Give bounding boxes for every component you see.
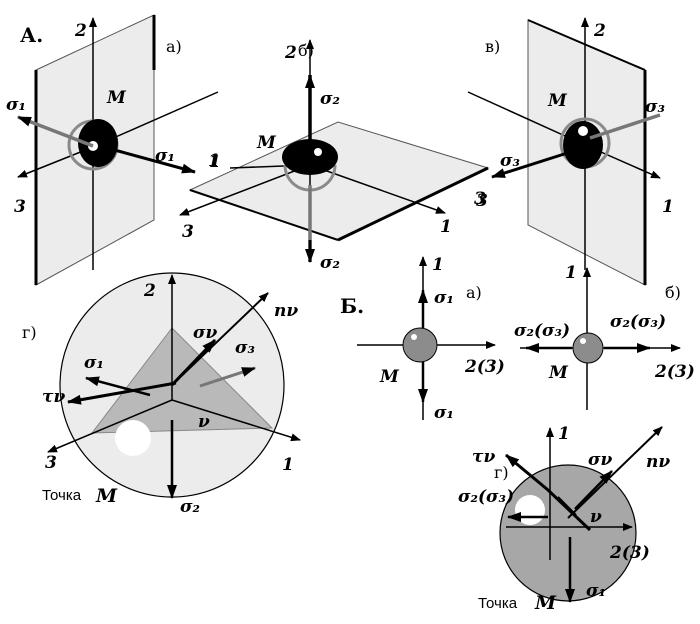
highlight (115, 420, 151, 456)
sigma-left-arrow (17, 115, 94, 148)
caption-point: M (534, 592, 557, 614)
sublabel: а) (466, 283, 482, 302)
sublabel: г) (22, 323, 37, 342)
axis-2-label: 2 (143, 281, 156, 301)
axis-3 (47, 399, 173, 453)
highlight (515, 495, 545, 525)
panel-a-v: в) 2 1 3 M σ₃ σ₃ (467, 17, 674, 286)
sigma-left-label: σ₁ (6, 95, 26, 115)
sigma-down-label: σ₂ (320, 253, 340, 273)
panel-a-b: б) 2 1 1 3 3 M σ₂ σ₂ (179, 39, 490, 273)
axis-3-right-label: 3 (476, 191, 488, 211)
sigma-up-label: σ₁ (434, 288, 454, 308)
sigma-left-label: σ₃ (500, 151, 520, 171)
sublabel: б) (665, 283, 681, 302)
sublabel: а) (166, 37, 182, 56)
sigma-1-label: σ₁ (84, 353, 104, 373)
sigma-1-arrow (85, 376, 151, 397)
tau-nu-arrow (505, 453, 592, 532)
axis-1-label: 1 (208, 151, 220, 171)
caption-prefix: Точка (42, 487, 82, 504)
sigma-down-label: σ₁ (434, 403, 454, 423)
axis-3 (179, 164, 311, 216)
nu-label: ν (198, 412, 210, 432)
sigma-left-label: σ₂(σ₃) (514, 321, 570, 341)
axis-1-label: 1 (565, 263, 577, 283)
point-m-label: M (547, 91, 568, 111)
panel-b-b: б) 1 2(3) M σ₂(σ₃) σ₂(σ₃) (514, 263, 695, 410)
panel-a-g: г) 2 1 3 nν σν σ₃ σ₁ τν ν σ₂ Точка M (22, 272, 301, 517)
sigma-nu-arrow (574, 470, 613, 510)
axis-1-label: 1 (432, 255, 444, 275)
panel-a-a: а) 2 1 3 M σ₁ σ₁ (6, 14, 220, 286)
sublabel: б) (298, 41, 314, 60)
normal-n-nu (567, 426, 663, 519)
caption-prefix: Точка (478, 595, 518, 612)
axis-2-label: 2 (593, 21, 606, 41)
axis-3-label: 3 (14, 197, 26, 217)
sublabel: г) (494, 463, 509, 482)
axis-1-label: 1 (662, 197, 674, 217)
sigma-3-arrow (199, 366, 256, 388)
sigma-nu-arrow (170, 338, 217, 387)
point-m-ball (402, 327, 438, 363)
sigma-right-label: σ₂(σ₃) (610, 312, 666, 332)
axis-23-label: 2(3) (464, 357, 505, 377)
axis-1-label: 1 (440, 217, 452, 237)
point-m-body (78, 119, 118, 167)
axis-23-label: 2(3) (654, 362, 695, 382)
nu-label: ν (590, 507, 602, 527)
caption-point: M (95, 485, 118, 507)
axis-2-label: 2 (74, 21, 87, 41)
point-m-body (282, 139, 338, 175)
sigma-right-label: σ₃ (645, 97, 665, 117)
tau-nu-arrow (67, 381, 177, 405)
point-m-label: M (379, 367, 400, 387)
sigma-3-label: σ₃ (235, 338, 255, 358)
sigma-right-arrow (589, 113, 661, 140)
axis-23-label: 2(3) (609, 543, 650, 563)
sigma-23-label: σ₂(σ₃) (458, 487, 514, 507)
normal-label: nν (646, 452, 670, 472)
panel-b-g: г) 1 2(3) τν σν nν ν σ₂(σ₃) σ₁ Точка M (458, 424, 670, 614)
point-m-ball (572, 332, 604, 364)
tau-nu-label: τν (472, 447, 495, 467)
sigma-nu-label: σν (588, 450, 613, 470)
axis-3-label: 3 (45, 453, 57, 473)
axis-1 (171, 399, 301, 442)
sigma-2-label: σ₂ (180, 497, 200, 517)
sigma-right-arrow (99, 144, 196, 174)
tau-nu-label: τν (42, 387, 65, 407)
section-a-label: А. (20, 23, 43, 47)
point-m-body (563, 121, 603, 169)
section-b-label: Б. (340, 294, 364, 318)
sigma-up-label: σ₂ (320, 89, 340, 109)
point-m-label: M (548, 363, 569, 383)
axis-2-label: 2 (284, 43, 297, 63)
point-m-label: M (106, 88, 127, 108)
point-m-ball (499, 464, 637, 602)
axis-1-top-label: 1 (209, 152, 221, 172)
sigma-right-label: σ₁ (155, 146, 175, 166)
point-m-label: M (256, 133, 277, 153)
sigma-left-arrow (491, 146, 584, 179)
axis-1-label: 1 (558, 424, 570, 444)
normal-label: nν (274, 301, 298, 321)
sigma-nu-label: σν (193, 323, 218, 343)
sigma-1-label: σ₁ (586, 581, 606, 601)
axis-1-label: 1 (282, 455, 294, 475)
panel-b-a: а) 1 2(3) M σ₁ σ₁ (357, 255, 505, 423)
axis-3-label: 3 (474, 189, 486, 209)
axis-3-label: 3 (182, 222, 194, 242)
sublabel: в) (485, 37, 500, 56)
